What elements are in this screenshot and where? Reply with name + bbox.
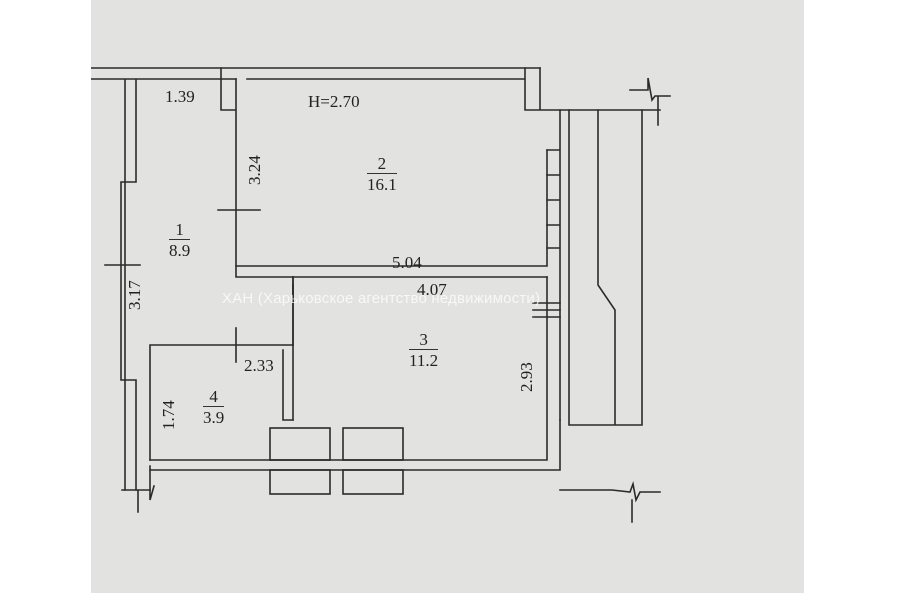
dim-5-04: 5.04 — [392, 253, 422, 272]
unit-left-bottom — [269, 469, 331, 495]
room-3-number: 3 — [419, 330, 428, 349]
room-3-walls — [149, 276, 561, 471]
room-4-walls — [149, 344, 294, 461]
room-2-area: 16.1 — [367, 173, 397, 194]
outer-wall-left — [91, 67, 541, 491]
room-1-label: 1 8.9 — [169, 220, 191, 260]
floor-plan-sheet: H=2.70 1.39 3.24 3.17 5.04 4.07 2.33 2.9… — [91, 0, 804, 593]
floor-plan-drawing — [91, 67, 671, 523]
dim-2-93: 2.93 — [517, 362, 536, 392]
unit-left-top — [269, 427, 331, 461]
room-2-inner — [235, 149, 548, 267]
dim-1-74: 1.74 — [159, 400, 178, 430]
break-mark-top-right — [629, 77, 671, 126]
room-1-number: 1 — [175, 220, 184, 239]
room-2-walls — [220, 67, 661, 278]
room-2-number: 2 — [377, 154, 387, 173]
window-room-2 — [546, 109, 561, 421]
unit-right-bottom — [342, 469, 404, 495]
dim-3-24: 3.24 — [245, 155, 264, 185]
room-4-area: 3.9 — [203, 406, 225, 427]
room-4-number: 4 — [209, 387, 218, 406]
unit-right-top — [342, 427, 404, 461]
room-4-label: 4 3.9 — [203, 387, 225, 427]
balcony — [568, 109, 643, 426]
break-mark-bottom-left — [121, 485, 155, 513]
room-1-area: 8.9 — [169, 239, 191, 260]
room-3-label: 3 11.2 — [409, 330, 439, 370]
ceiling-height-label: H=2.70 — [308, 92, 360, 111]
dim-4-07: 4.07 — [417, 280, 447, 299]
agency-watermark: ХАН (Харьковское агентство недвижимости) — [222, 290, 541, 307]
dim-1-39: 1.39 — [165, 87, 195, 106]
room-3-area: 11.2 — [409, 349, 439, 370]
dim-3-17: 3.17 — [125, 280, 144, 310]
room-2-label: 2 16.1 — [367, 155, 397, 193]
break-mark-bottom-right — [559, 481, 661, 523]
dim-2-33: 2.33 — [244, 356, 274, 375]
